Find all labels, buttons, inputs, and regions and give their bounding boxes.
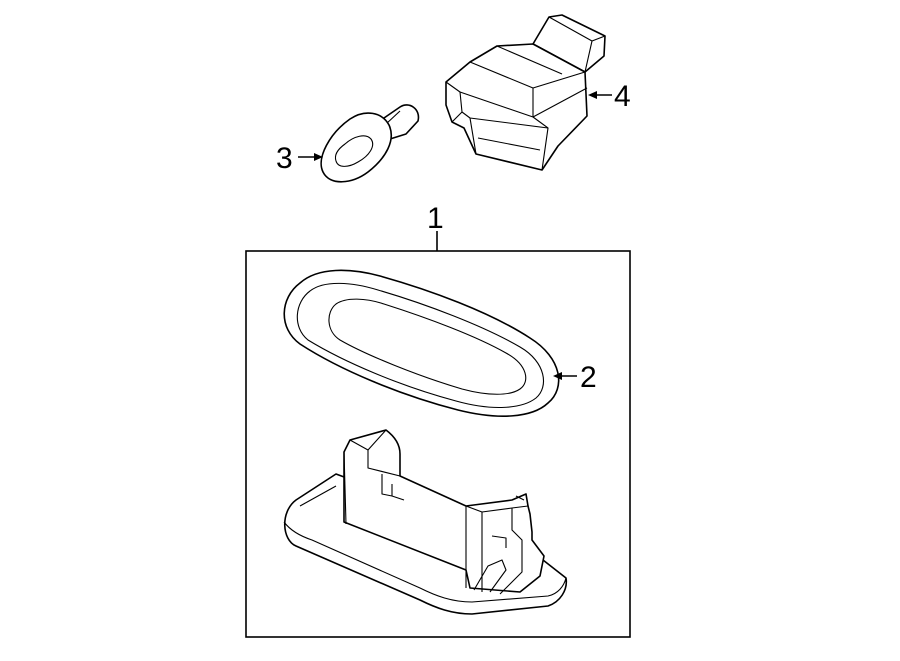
callout-3[interactable]: 3: [276, 142, 293, 175]
callout-3-arrowhead: [314, 153, 323, 161]
callout-2-arrowhead: [553, 372, 562, 380]
bulb-part[interactable]: [320, 104, 420, 183]
callout-1[interactable]: 1: [427, 202, 444, 235]
assembly-frame: [245, 231, 631, 638]
callout-4-arrowhead: [588, 91, 597, 99]
callout-4[interactable]: 4: [614, 80, 631, 113]
lens-part[interactable]: [283, 269, 560, 417]
lamp-housing[interactable]: [283, 429, 568, 615]
socket-part[interactable]: [445, 14, 606, 171]
callout-2[interactable]: 2: [580, 361, 597, 394]
